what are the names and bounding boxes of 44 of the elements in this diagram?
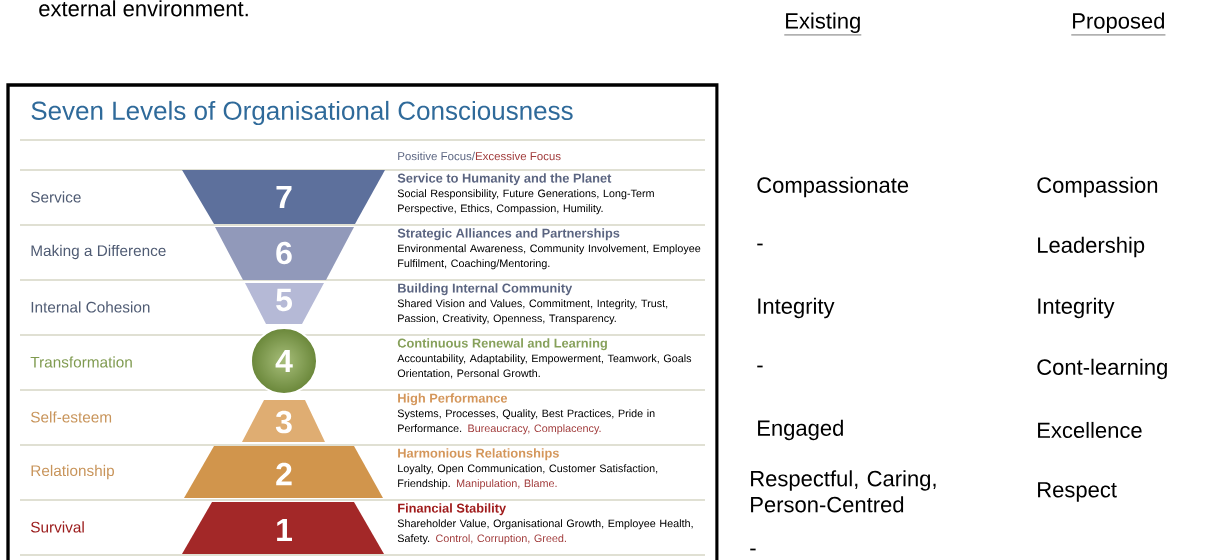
level-name: Self-esteem [30,411,112,423]
level-heading: Financial Stability [398,503,507,516]
level-description: Shared Vision and Values, Commitment, Integrity, Trust, Passion, Creativity, Openness, Transparency. [397,299,668,325]
level-name: Relationship [31,464,114,480]
value-text: Integrity [758,297,835,319]
level-heading: Service to Humanity and the Planet [397,173,612,186]
level-trapezoid: 7 [182,170,385,224]
value-text: - [757,365,763,368]
value-text: Compassion [1037,176,1158,198]
body-text: external environment. [39,0,248,17]
value-text: Cont-learning [1037,358,1167,380]
level-trapezoid: 2 [184,446,383,498]
level-description: Social Responsibility, Future Generations, Long-Term Perspective, Ethics, Compassion, Humility. [397,189,654,215]
level-description: Shareholder Value, Organisational Growth, Employee Health, Safety. Control, Corruption, Greed. [397,519,693,545]
level-heading: Strategic Alliances and Partnerships [397,228,620,241]
level-trapezoid: 5 [245,283,324,324]
level-heading: Harmonious Relationships [398,448,559,461]
value-text: Excellence [1038,421,1142,439]
level-description: Systems, Processes, Quality, Best Practices, Pride in Performance. Bureaucracy, Complacency. [397,409,655,435]
level-description: Accountability, Adaptability, Empowerment, Teamwork, Goals Orientation, Personal Growth. [397,354,692,379]
value-text: Respect [1038,482,1117,502]
column-heading: Proposed [1071,12,1166,36]
level-description: Environmental Awareness, Community Involvement, Employee Fulfilment, Coaching/Mentoring. [398,244,701,270]
focus-header: Positive Focus/Excessive Focus [398,151,561,161]
level-name: Survival [30,521,84,533]
value-text: - [750,548,756,551]
level-trapezoid: 3 [242,400,325,442]
value-text: Engaged [758,419,843,441]
value-text: - [757,243,763,246]
value-text: Respectful, Caring, Person-Centred [751,470,936,513]
level-trapezoid: 1 [182,502,384,554]
column-heading: Existing [784,12,862,36]
level-trapezoid: 6 [215,227,354,280]
level-name: Making a Difference [31,244,166,260]
value-text: Integrity [1038,297,1115,319]
value-text: Compassionate [757,176,909,198]
level-name: Internal Cohesion [31,301,150,313]
level-heading: Building Internal Community [398,283,573,296]
level-name: Transformation [30,356,132,368]
value-text: Leadership [1038,236,1145,258]
level-description: Loyalty, Open Communication, Customer Satisfaction, Friendship. Manipulation, Blame. [398,464,658,490]
level-name: Service [30,191,81,203]
level-heading: Continuous Renewal and Learning [397,338,607,351]
level-heading: High Performance [398,393,508,406]
